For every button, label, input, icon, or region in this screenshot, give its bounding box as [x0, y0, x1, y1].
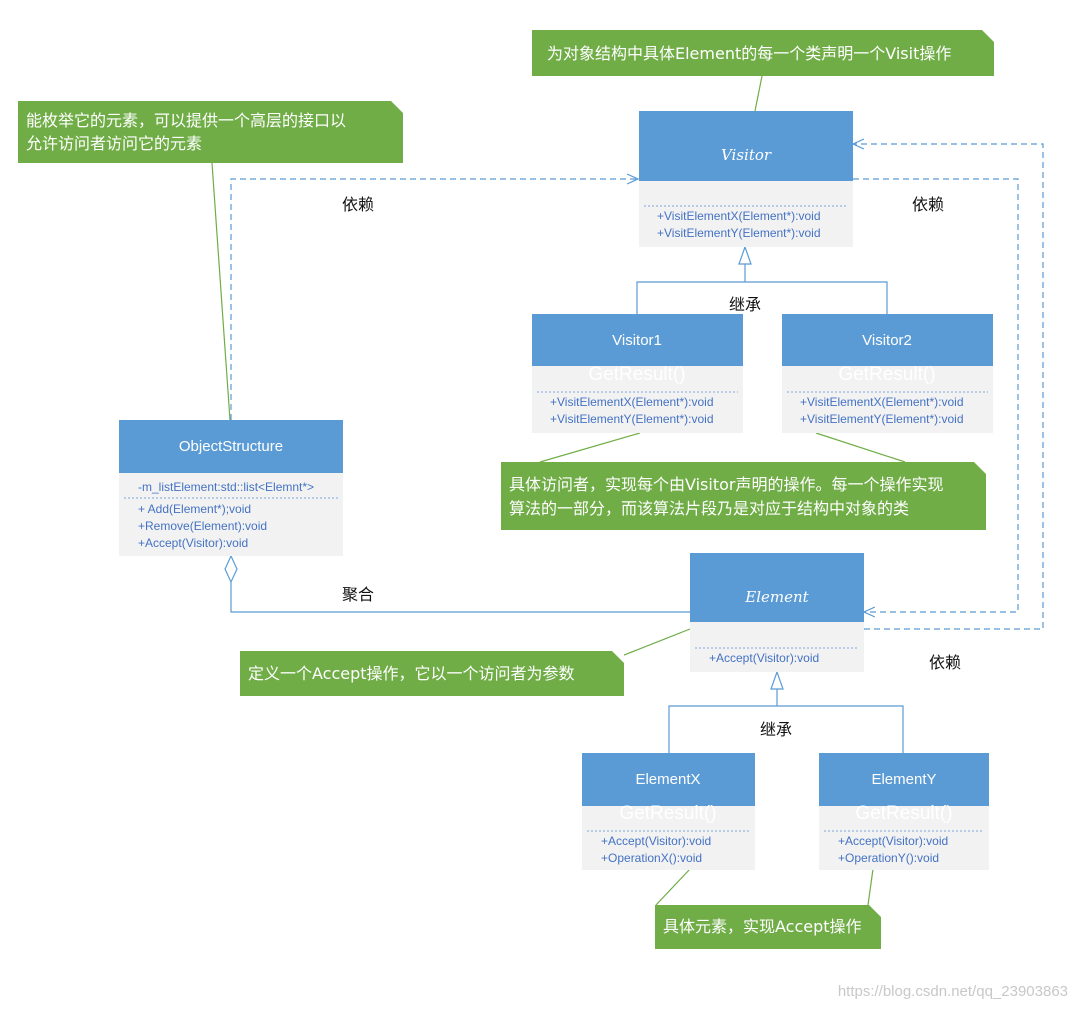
- class-object-structure-attribute: -m_listElement:std::list<Elemnt*>: [138, 480, 314, 494]
- class-visitor1-ghost-text: GetResult(): [588, 364, 685, 385]
- label-aggregation: 聚合: [342, 585, 374, 604]
- note-visitor-text: 为对象结构中具体Element的每一个类声明一个Visit操作: [547, 44, 951, 63]
- label-inherit-element: 继承: [760, 720, 792, 739]
- class-visitor-name: Visitor: [721, 146, 772, 164]
- class-element-y-ghost-text: GetResult(): [855, 803, 952, 824]
- class-visitor2-member: +VisitElementY(Element*):void: [800, 412, 964, 426]
- label-inherit-visitor: 继承: [729, 295, 761, 314]
- label-dependency-right: 依赖: [912, 195, 944, 214]
- concrete-visitor-note-connector-1: [539, 432, 641, 463]
- note-concrete-visitor[interactable]: 具体访问者，实现每个由Visitor声明的操作。每一个操作实现 算法的一部分，而…: [501, 462, 986, 530]
- class-object-structure-name: ObjectStructure: [179, 438, 283, 455]
- inherit-element-triangle: [770, 670, 784, 690]
- class-element-x[interactable]: ElementX GetResult() +Accept(Visitor):vo…: [582, 753, 755, 870]
- note-concrete-visitor-text: 具体访问者，实现每个由Visitor声明的操作。每一个操作实现: [509, 475, 943, 494]
- label-dependency-left: 依赖: [342, 195, 374, 214]
- class-visitor2-member: +VisitElementX(Element*):void: [800, 395, 964, 409]
- class-visitor2-ghost-text: GetResult(): [838, 364, 935, 385]
- class-visitor1-member: +VisitElementX(Element*):void: [550, 395, 714, 409]
- class-element-y[interactable]: ElementY GetResult() +Accept(Visitor):vo…: [819, 753, 989, 870]
- class-element-y-member: +OperationY():void: [838, 851, 939, 865]
- class-element-member: +Accept(Visitor):void: [709, 651, 819, 665]
- note-concrete-visitor-text: 算法的一部分，而该算法片段乃是对应于结构中对象的类: [509, 499, 909, 518]
- class-element-x-member: +Accept(Visitor):void: [601, 834, 711, 848]
- class-element-x-ghost-text: GetResult(): [619, 803, 716, 824]
- inherit-element-lines: [668, 689, 904, 753]
- class-element-y-name: ElementY: [871, 771, 936, 788]
- class-visitor1-name: Visitor1: [612, 332, 662, 349]
- class-visitor2-name: Visitor2: [862, 332, 912, 349]
- note-visitor[interactable]: 为对象结构中具体Element的每一个类声明一个Visit操作: [532, 30, 994, 76]
- object-structure-note-connector: [211, 162, 231, 421]
- aggregation-line: [230, 582, 690, 613]
- note-object-structure-text: 允许访问者访问它的元素: [26, 134, 202, 153]
- class-visitor1-member: +VisitElementY(Element*):void: [550, 412, 714, 426]
- class-visitor2[interactable]: Visitor2 GetResult() +VisitElementX(Elem…: [782, 314, 993, 433]
- note-object-structure-text: 能枚举它的元素，可以提供一个高层的接口以: [26, 111, 346, 130]
- dependency-objectstructure-visitor: [230, 179, 638, 420]
- class-element-x-member: +OperationX():void: [601, 851, 702, 865]
- dependency-visitor-element: [853, 178, 1019, 612]
- visitor-note-connector: [754, 75, 763, 112]
- note-concrete-element-text: 具体元素，实现Accept操作: [663, 917, 862, 936]
- note-concrete-element[interactable]: 具体元素，实现Accept操作: [655, 905, 881, 949]
- class-visitor-member: +VisitElementY(Element*):void: [657, 226, 821, 240]
- inherit-visitor-lines: [636, 264, 888, 314]
- class-visitor[interactable]: Visitor +VisitElementX(Element*):void +V…: [639, 111, 853, 247]
- note-object-structure[interactable]: 能枚举它的元素，可以提供一个高层的接口以 允许访问者访问它的元素: [18, 101, 403, 163]
- class-element-x-name: ElementX: [635, 771, 700, 788]
- class-object-structure[interactable]: ObjectStructure -m_listElement:std::list…: [119, 420, 343, 556]
- class-element-name: Element: [744, 588, 809, 606]
- inherit-visitor-triangle: [738, 245, 752, 265]
- concrete-element-note-connector-1: [655, 868, 691, 906]
- class-element[interactable]: Element +Accept(Visitor):void: [690, 553, 864, 672]
- concrete-visitor-note-connector-2: [815, 432, 906, 463]
- class-object-structure-member: +Accept(Visitor):void: [138, 536, 248, 550]
- class-visitor1[interactable]: Visitor1 GetResult() +VisitElementX(Elem…: [532, 314, 743, 433]
- dependency-element-visitor: [853, 144, 1044, 630]
- class-visitor-member: +VisitElementX(Element*):void: [657, 209, 821, 223]
- label-dependency-bottom: 依赖: [929, 653, 961, 672]
- concrete-element-note-connector-2: [867, 868, 874, 906]
- note-element[interactable]: 定义一个Accept操作，它以一个访问者为参数: [240, 651, 624, 696]
- class-object-structure-member: + Add(Element*);void: [138, 502, 251, 516]
- watermark: https://blog.csdn.net/qq_23903863: [838, 983, 1068, 1000]
- class-element-y-member: +Accept(Visitor):void: [838, 834, 948, 848]
- element-note-connector: [613, 628, 691, 660]
- class-object-structure-member: +Remove(Element):void: [138, 519, 267, 533]
- note-element-text: 定义一个Accept操作，它以一个访问者为参数: [248, 664, 575, 683]
- aggregation-diamond: [224, 554, 238, 584]
